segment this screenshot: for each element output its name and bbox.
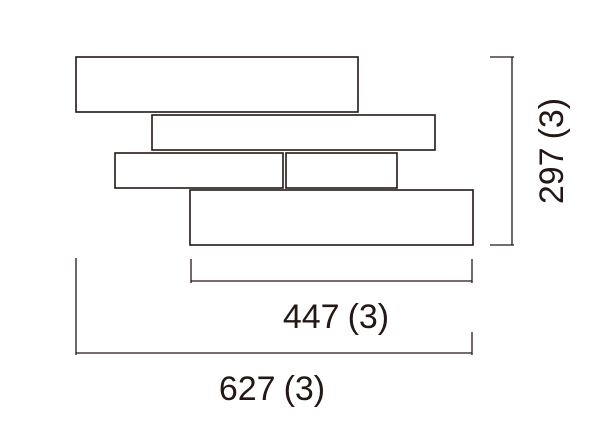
inner-width-value: 447 — [283, 298, 340, 336]
inner-width-label: 447(3) — [283, 298, 389, 336]
height-dimension: 297(3) — [490, 56, 571, 246]
panel-third-left — [114, 152, 284, 189]
inner-width-tolerance: (3) — [348, 298, 390, 336]
total-width-dimension: 627(3) — [75, 258, 473, 408]
height-dimension-label: 297(3) — [533, 98, 571, 204]
inner-width-dimension: 447(3) — [190, 259, 473, 336]
total-width-value: 627 — [219, 370, 276, 408]
height-tolerance: (3) — [533, 98, 571, 140]
total-width-label: 627(3) — [219, 370, 325, 408]
panel-second — [151, 114, 436, 151]
panel-top — [75, 56, 359, 113]
height-value: 297 — [533, 147, 571, 204]
total-width-tolerance: (3) — [284, 370, 326, 408]
fixture-outline — [75, 56, 474, 246]
panel-bottom — [189, 189, 474, 246]
panel-third-right — [285, 152, 398, 189]
